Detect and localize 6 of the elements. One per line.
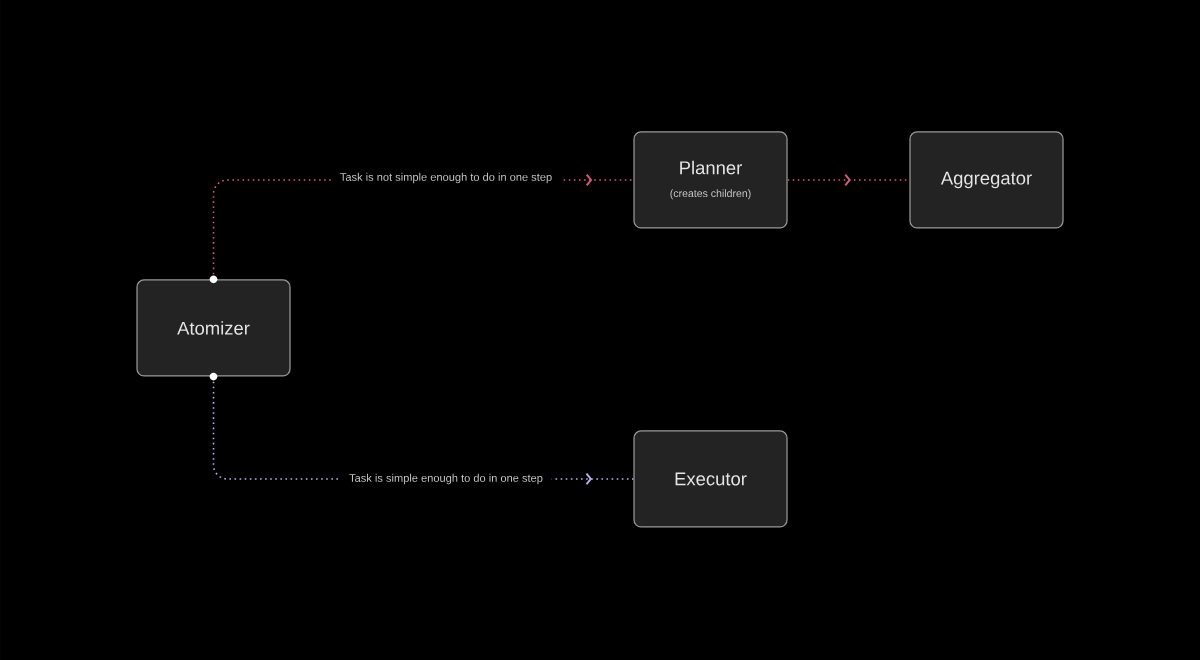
edge-label: Task is not simple enough to do in one step [331,169,561,187]
process-box: Executor [633,430,788,528]
edge-label: Task is simple enough to do in one step [340,470,552,488]
process-box: Aggregator [909,131,1064,229]
process-box: Planner (creates children) [633,131,788,229]
process-box: Atomizer [136,279,291,377]
